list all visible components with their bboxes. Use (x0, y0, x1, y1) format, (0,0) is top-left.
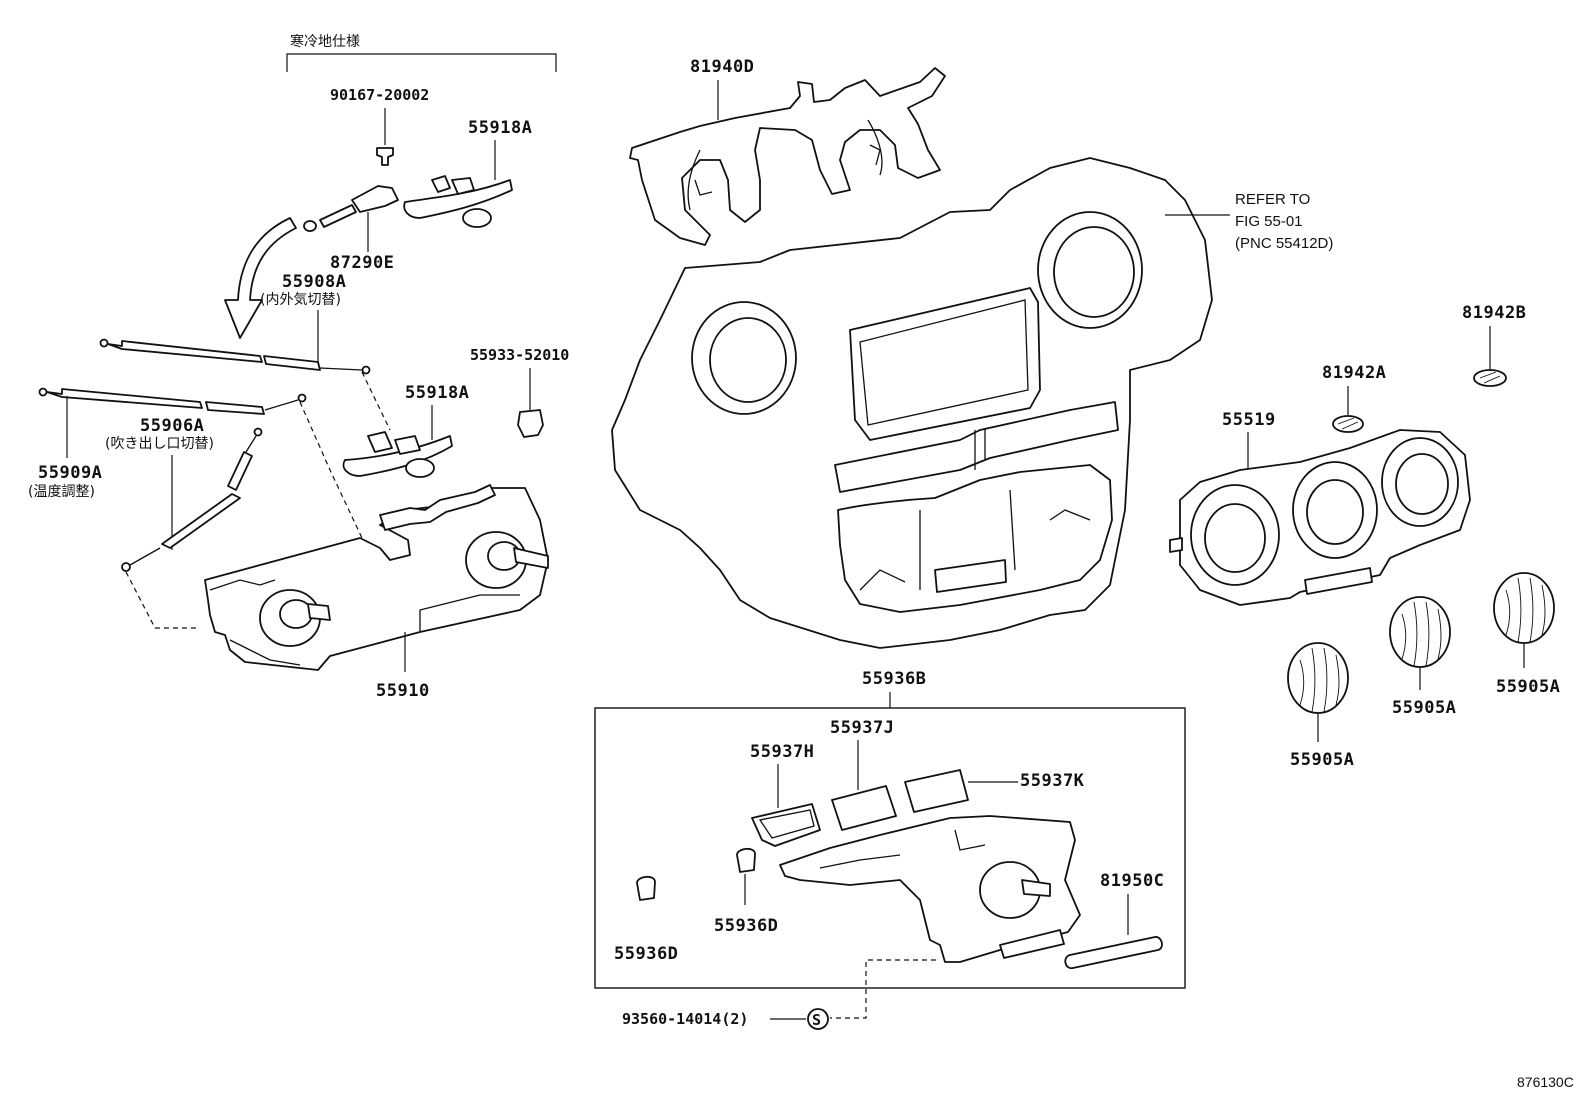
curved-arrow (224, 217, 297, 339)
refer-to-line3: (PNC 55412D) (1235, 235, 1333, 252)
label-55910: 55910 (376, 681, 430, 701)
screw-90167: 90167-20002 (330, 86, 429, 166)
label-90167: 90167-20002 (330, 86, 429, 104)
label-81942a: 81942A (1322, 363, 1386, 383)
bulb-55936d-2: 55936D (714, 847, 778, 936)
label-55918a-top: 55918A (468, 118, 532, 138)
switch-assembly-box: 55936B 55937J 55937H 55937K 81950C 55936… (594, 669, 1186, 1019)
label-55909a: 55909A (38, 463, 102, 483)
label-81950c: 81950C (1100, 871, 1164, 891)
emblem-81942b: 81942B (1462, 303, 1526, 387)
lever-55918a-mid: 55918A (342, 383, 469, 478)
label-55905a-3: 55905A (1496, 677, 1560, 697)
label-55936d-1: 55936D (614, 944, 678, 964)
bulb-55936d-1: 55936D (614, 875, 678, 964)
bracket-81940d: 81940D (629, 57, 946, 246)
cable-55906a: 55906A (吹き出し口切替) (38, 387, 307, 550)
clip-icon (517, 409, 544, 438)
label-55937k: 55937K (1020, 771, 1085, 791)
dash-panel: REFER TO FIG 55-01 (PNC 55412D) (611, 157, 1333, 649)
label-55906a: 55906A (140, 416, 204, 436)
knob-55905a-3: 55905A (1493, 572, 1560, 697)
label-55906a-sub: (吹き出し口切替) (105, 436, 214, 452)
label-55918a-mid: 55918A (405, 383, 469, 403)
label-55937j: 55937J (830, 718, 894, 738)
control-unit-55910: 55910 (204, 484, 549, 701)
lever-icon (403, 179, 513, 219)
cold-spec-label: 寒冷地仕様 (290, 33, 360, 50)
label-s-mark: S (812, 1011, 821, 1029)
label-81940d: 81940D (690, 57, 754, 77)
figure-code: 876130C (1517, 1074, 1574, 1090)
lever-55918a-top: 55918A (403, 118, 532, 228)
label-55936b: 55936B (862, 669, 926, 689)
heater-panel-55519: 55519 (1169, 410, 1471, 606)
knob-55905a-2: 55905A (1389, 596, 1456, 718)
cable-55908a: 55908A (内外気切替) (99, 272, 371, 375)
refer-to-line2: FIG 55-01 (1235, 213, 1303, 230)
label-55905a-1: 55905A (1290, 750, 1354, 770)
clip-55933: 55933-52010 (470, 346, 569, 438)
label-55908a: 55908A (282, 272, 346, 292)
s-symbol (807, 1008, 829, 1030)
label-55908a-sub: (内外気切替) (260, 292, 341, 308)
label-55933: 55933-52010 (470, 346, 569, 364)
cable-87290e: 87290E (303, 185, 399, 273)
cold-spec-bracket: 寒冷地仕様 (286, 33, 557, 72)
label-55519: 55519 (1222, 410, 1276, 430)
label-55909a-sub: (温度調整) (28, 484, 95, 500)
screw-93560: 93560-14014(2) S (622, 1008, 829, 1030)
knob-55905a-1: 55905A (1287, 642, 1354, 770)
emblem-81942a: 81942A (1322, 363, 1386, 433)
cable-55909a: 55909A (温度調整) (28, 396, 263, 572)
label-55937h: 55937H (750, 742, 814, 762)
label-55936d-2: 55936D (714, 916, 778, 936)
label-81942b: 81942B (1462, 303, 1526, 323)
label-93560: 93560-14014(2) (622, 1010, 748, 1028)
label-87290e: 87290E (330, 253, 394, 273)
screw-icon (376, 147, 394, 166)
refer-to-line1: REFER TO (1235, 191, 1310, 208)
label-55905a-2: 55905A (1392, 698, 1456, 718)
